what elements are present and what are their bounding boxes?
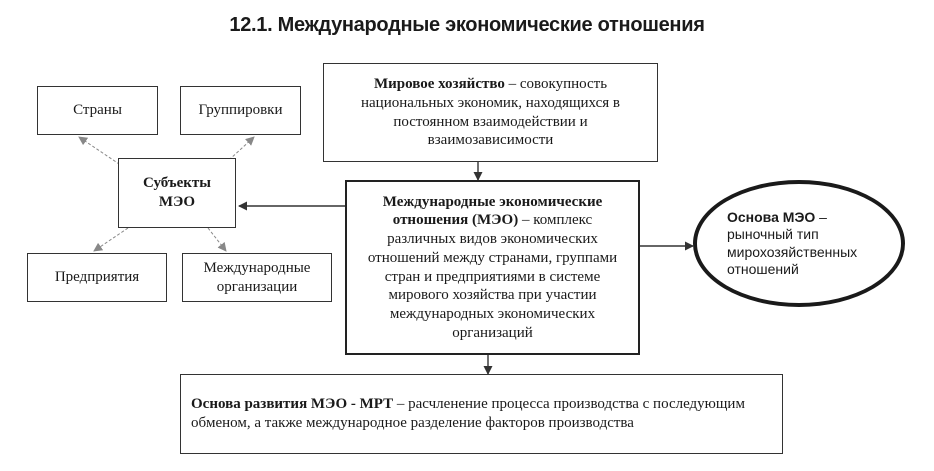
node-osnova-meo: Основа МЭО – рыночный тип мирохозяйствен… bbox=[693, 180, 905, 307]
node-osnova-razvitiya-mrt: Основа развития МЭО - МРТ – расчленение … bbox=[180, 374, 783, 454]
node-strany: Страны bbox=[37, 86, 158, 135]
node-mezh-org-label: Международные организации bbox=[203, 259, 311, 295]
node-meo: Международные экономические отношения (М… bbox=[345, 180, 640, 355]
node-strany-label: Страны bbox=[73, 102, 122, 119]
node-mrt-definition: – расчленение процесса производства с по… bbox=[191, 396, 745, 431]
node-gruppirovki-label: Группировки bbox=[198, 102, 283, 119]
node-mirovoe-definition: – совокупность национальных экономик, на… bbox=[361, 76, 620, 149]
node-gruppirovki: Группировки bbox=[180, 86, 301, 135]
node-subjects-label: Субъекты МЭО bbox=[142, 175, 211, 210]
node-meo-definition: – комплекс различных видов экономических… bbox=[367, 212, 618, 341]
node-mrt-text: Основа развития МЭО - МРТ – расчленение … bbox=[191, 395, 772, 433]
node-meo-text: Международные экономические отношения (М… bbox=[359, 193, 626, 343]
node-osnova-term: Основа МЭО bbox=[727, 208, 816, 225]
connector-subjects-mezh-org bbox=[207, 227, 227, 252]
connector-subjects-gruppirovki bbox=[217, 136, 255, 171]
node-subjects: Субъекты МЭО bbox=[118, 158, 236, 228]
node-osnova-definition: – рыночный тип мирохозяйственных отношен… bbox=[727, 208, 858, 278]
page-title: 12.1. Международные экономические отноше… bbox=[229, 14, 705, 36]
node-mirovoe-text: Мировое хозяйство – совокупность национа… bbox=[350, 75, 631, 150]
node-predpriyatiya-label: Предприятия bbox=[54, 269, 140, 286]
node-mirovoe-hozyaystvo: Мировое хозяйство – совокупность национа… bbox=[323, 63, 658, 162]
node-mirovoe-term: Мировое хозяйство bbox=[373, 76, 505, 92]
connector-subjects-predpriyatiya bbox=[93, 227, 129, 252]
node-meo-term: Международные экономические отношения (М… bbox=[382, 193, 603, 229]
node-osnova-text: Основа МЭО – рыночный тип мирохозяйствен… bbox=[727, 209, 871, 279]
node-mezh-org: Международные организации bbox=[182, 253, 332, 302]
node-predpriyatiya: Предприятия bbox=[27, 253, 167, 302]
node-mrt-term: Основа развития МЭО - МРТ bbox=[191, 396, 394, 413]
